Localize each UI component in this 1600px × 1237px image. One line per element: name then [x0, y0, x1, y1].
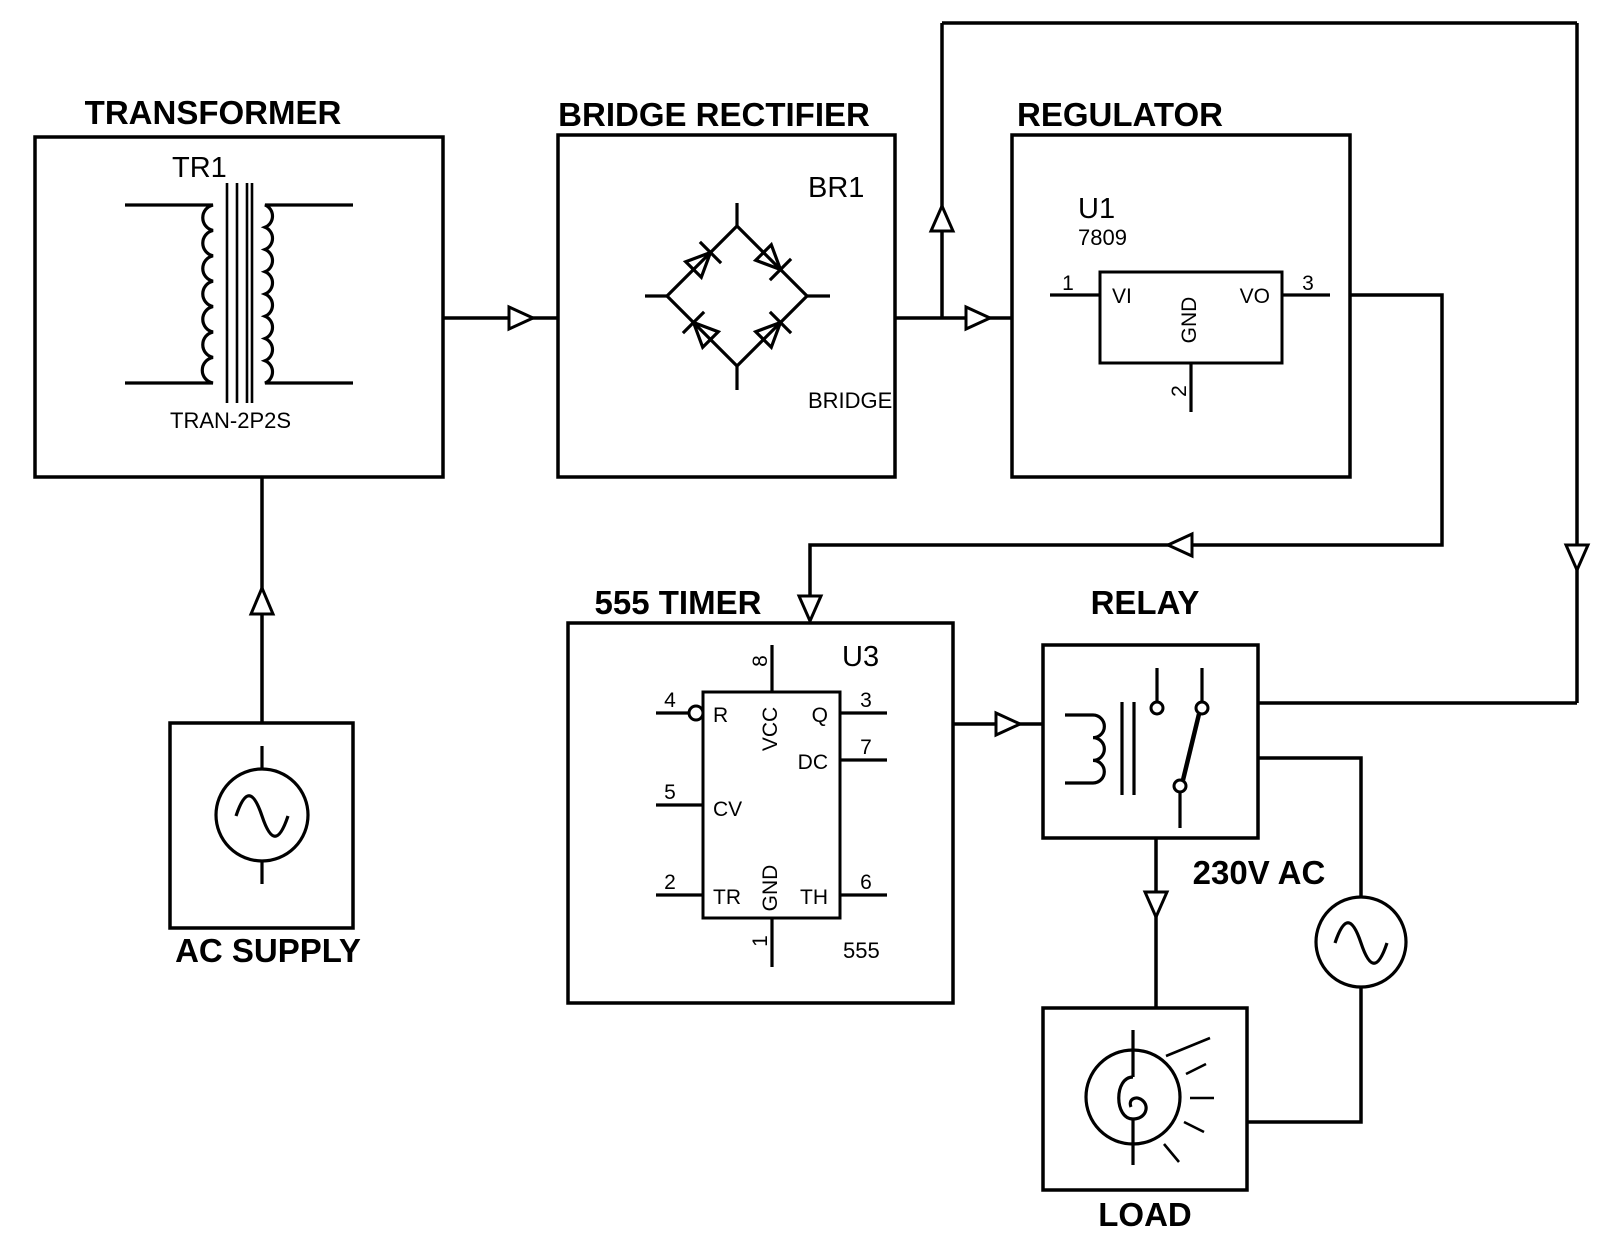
timer-th-pin-name: TH — [800, 886, 828, 909]
bridge-part-label: BRIDGE — [808, 388, 892, 413]
timer-pin1-number: 1 — [749, 935, 772, 947]
timer-pin4-number: 4 — [664, 689, 676, 712]
timer-reset-bubble-icon — [687, 704, 705, 722]
regulator-vo-pin-name: VO — [1240, 285, 1270, 308]
timer-pin3-number: 3 — [860, 689, 872, 712]
arrow-down-icon — [796, 594, 824, 625]
timer-block: 555 TIMER U3 8 4 5 2 3 7 6 1 VCC R CV TR… — [566, 584, 955, 1005]
bridge-rectifier-title: BRIDGE RECTIFIER — [558, 96, 870, 133]
timer-title: 555 TIMER — [595, 584, 762, 621]
flow-arrows — [248, 202, 1591, 921]
wire-relay-to-mains-source — [1258, 756, 1363, 897]
arrow-right-icon — [994, 710, 1024, 738]
transformer-ref-label: TR1 — [172, 152, 227, 184]
timer-q-pin-name: Q — [812, 704, 828, 727]
regulator-vi-pin-name: VI — [1112, 285, 1132, 308]
timer-box — [566, 621, 955, 1005]
ac-source-icon — [214, 746, 310, 884]
mains-voltage-label: 230V AC — [1193, 854, 1326, 891]
ac-supply-box — [168, 721, 355, 930]
ac-source-icon — [1314, 895, 1408, 989]
arrow-down-icon — [1563, 543, 1591, 574]
arrow-up-icon — [248, 584, 276, 616]
transformer-box — [33, 135, 445, 479]
bridge-ref-label: BR1 — [808, 172, 864, 204]
ac-supply-block: AC SUPPLY — [168, 721, 361, 969]
regulator-box — [1010, 133, 1352, 479]
arrow-left-icon — [1164, 531, 1194, 559]
timer-pin7-number: 7 — [860, 736, 872, 759]
relay-symbol-icon — [1065, 668, 1210, 828]
relay-box — [1041, 643, 1260, 840]
arrow-up-icon — [928, 202, 956, 233]
bridge-rectifier-box — [556, 133, 897, 479]
regulator-pin1-number: 1 — [1062, 272, 1074, 295]
diode-icon — [682, 240, 723, 281]
regulator-pin3-number: 3 — [1302, 272, 1314, 295]
arrow-down-icon — [1142, 890, 1170, 921]
relay-block: RELAY — [1041, 584, 1260, 840]
transformer-part-label: TRAN-2P2S — [170, 408, 291, 433]
transformer-block: TRANSFORMER TR1 TRAN-2P2S — [33, 94, 445, 479]
regulator-block: REGULATOR U1 7809 1 3 2 VI VO GND — [1010, 96, 1352, 479]
timer-pin8-number: 8 — [749, 655, 772, 667]
timer-dc-pin-name: DC — [798, 751, 828, 774]
regulator-gnd-pin-name: GND — [1178, 297, 1201, 344]
arrow-right-icon — [964, 304, 994, 332]
regulator-ref-label: U1 — [1078, 193, 1115, 225]
mains-source: 230V AC — [1193, 854, 1408, 989]
timer-pin2-number: 2 — [664, 871, 676, 894]
wires — [260, 21, 1579, 1124]
timer-pin6-number: 6 — [860, 871, 872, 894]
diode-icon — [752, 241, 793, 282]
timer-reset-pin-name: R — [713, 704, 728, 727]
load-title: LOAD — [1098, 1196, 1192, 1233]
regulator-part-label: 7809 — [1078, 225, 1127, 250]
regulator-pin2-number: 2 — [1168, 385, 1191, 397]
transformer-title: TRANSFORMER — [85, 94, 342, 131]
bridge-symbol-icon — [645, 203, 830, 390]
timer-cv-pin-name: CV — [713, 798, 742, 821]
load-box — [1041, 1006, 1249, 1192]
timer-vcc-pin-name: VCC — [759, 707, 782, 751]
ac-supply-title: AC SUPPLY — [175, 932, 361, 969]
transformer-symbol-icon — [125, 183, 353, 403]
timer-part-label: 555 — [843, 938, 880, 963]
regulator-title: REGULATOR — [1017, 96, 1223, 133]
arrow-right-icon — [507, 304, 537, 332]
wire-regulator-vo-to-timer — [808, 293, 1444, 600]
lamp-icon — [1084, 1030, 1214, 1165]
timer-gnd-pin-name: GND — [759, 865, 782, 912]
timer-pin5-number: 5 — [664, 781, 676, 804]
wire-mains-source-to-load — [1247, 987, 1363, 1124]
bridge-rectifier-block: BRIDGE RECTIFIER BR1 BRIDGE — [556, 96, 897, 479]
timer-ref-label: U3 — [842, 641, 879, 673]
relay-title: RELAY — [1091, 584, 1200, 621]
timer-trigger-pin-name: TR — [713, 886, 741, 909]
diode-icon — [752, 310, 793, 351]
load-block: LOAD — [1041, 1006, 1249, 1233]
diode-icon — [681, 310, 722, 351]
